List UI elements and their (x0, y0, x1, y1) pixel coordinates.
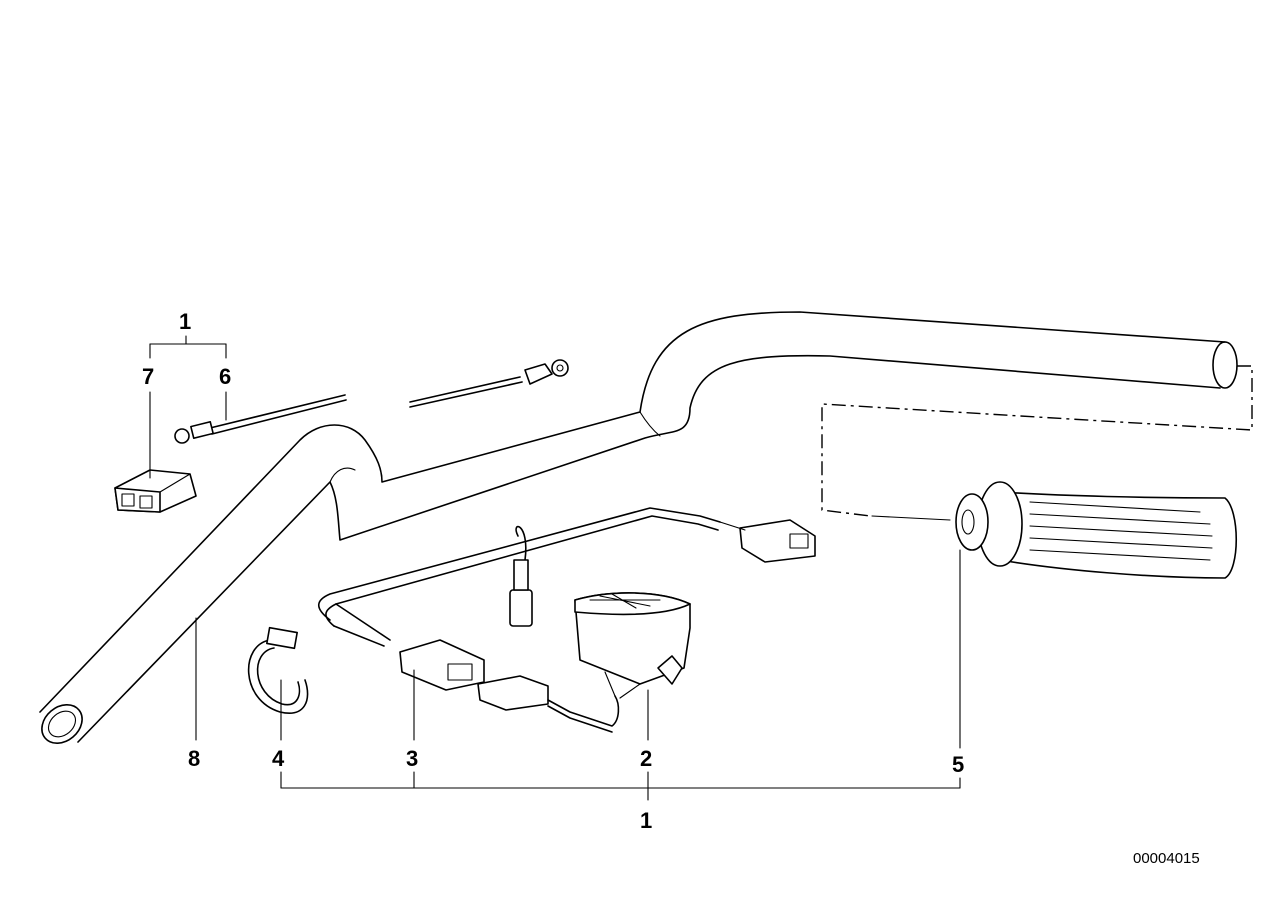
ground-cable (174, 359, 569, 444)
callout-4: 4 (272, 746, 285, 771)
callout-6: 6 (219, 364, 231, 389)
callout-1-top: 1 (179, 309, 191, 334)
assembly-line (821, 365, 1253, 517)
callout-8: 8 (188, 746, 200, 771)
connector (114, 469, 197, 513)
switch (574, 592, 691, 699)
heated-grip (871, 481, 1238, 579)
handlebar (39, 311, 1238, 745)
callout-2: 2 (640, 746, 652, 771)
callout-5: 5 (952, 752, 964, 777)
leader-lines (149, 335, 961, 801)
clamp (247, 626, 309, 714)
callout-7: 7 (142, 364, 154, 389)
callout-3: 3 (406, 746, 418, 771)
document-number: 00004015 (1133, 850, 1200, 867)
callout-1-bottom: 1 (640, 808, 652, 833)
wiring-harness (317, 507, 816, 733)
